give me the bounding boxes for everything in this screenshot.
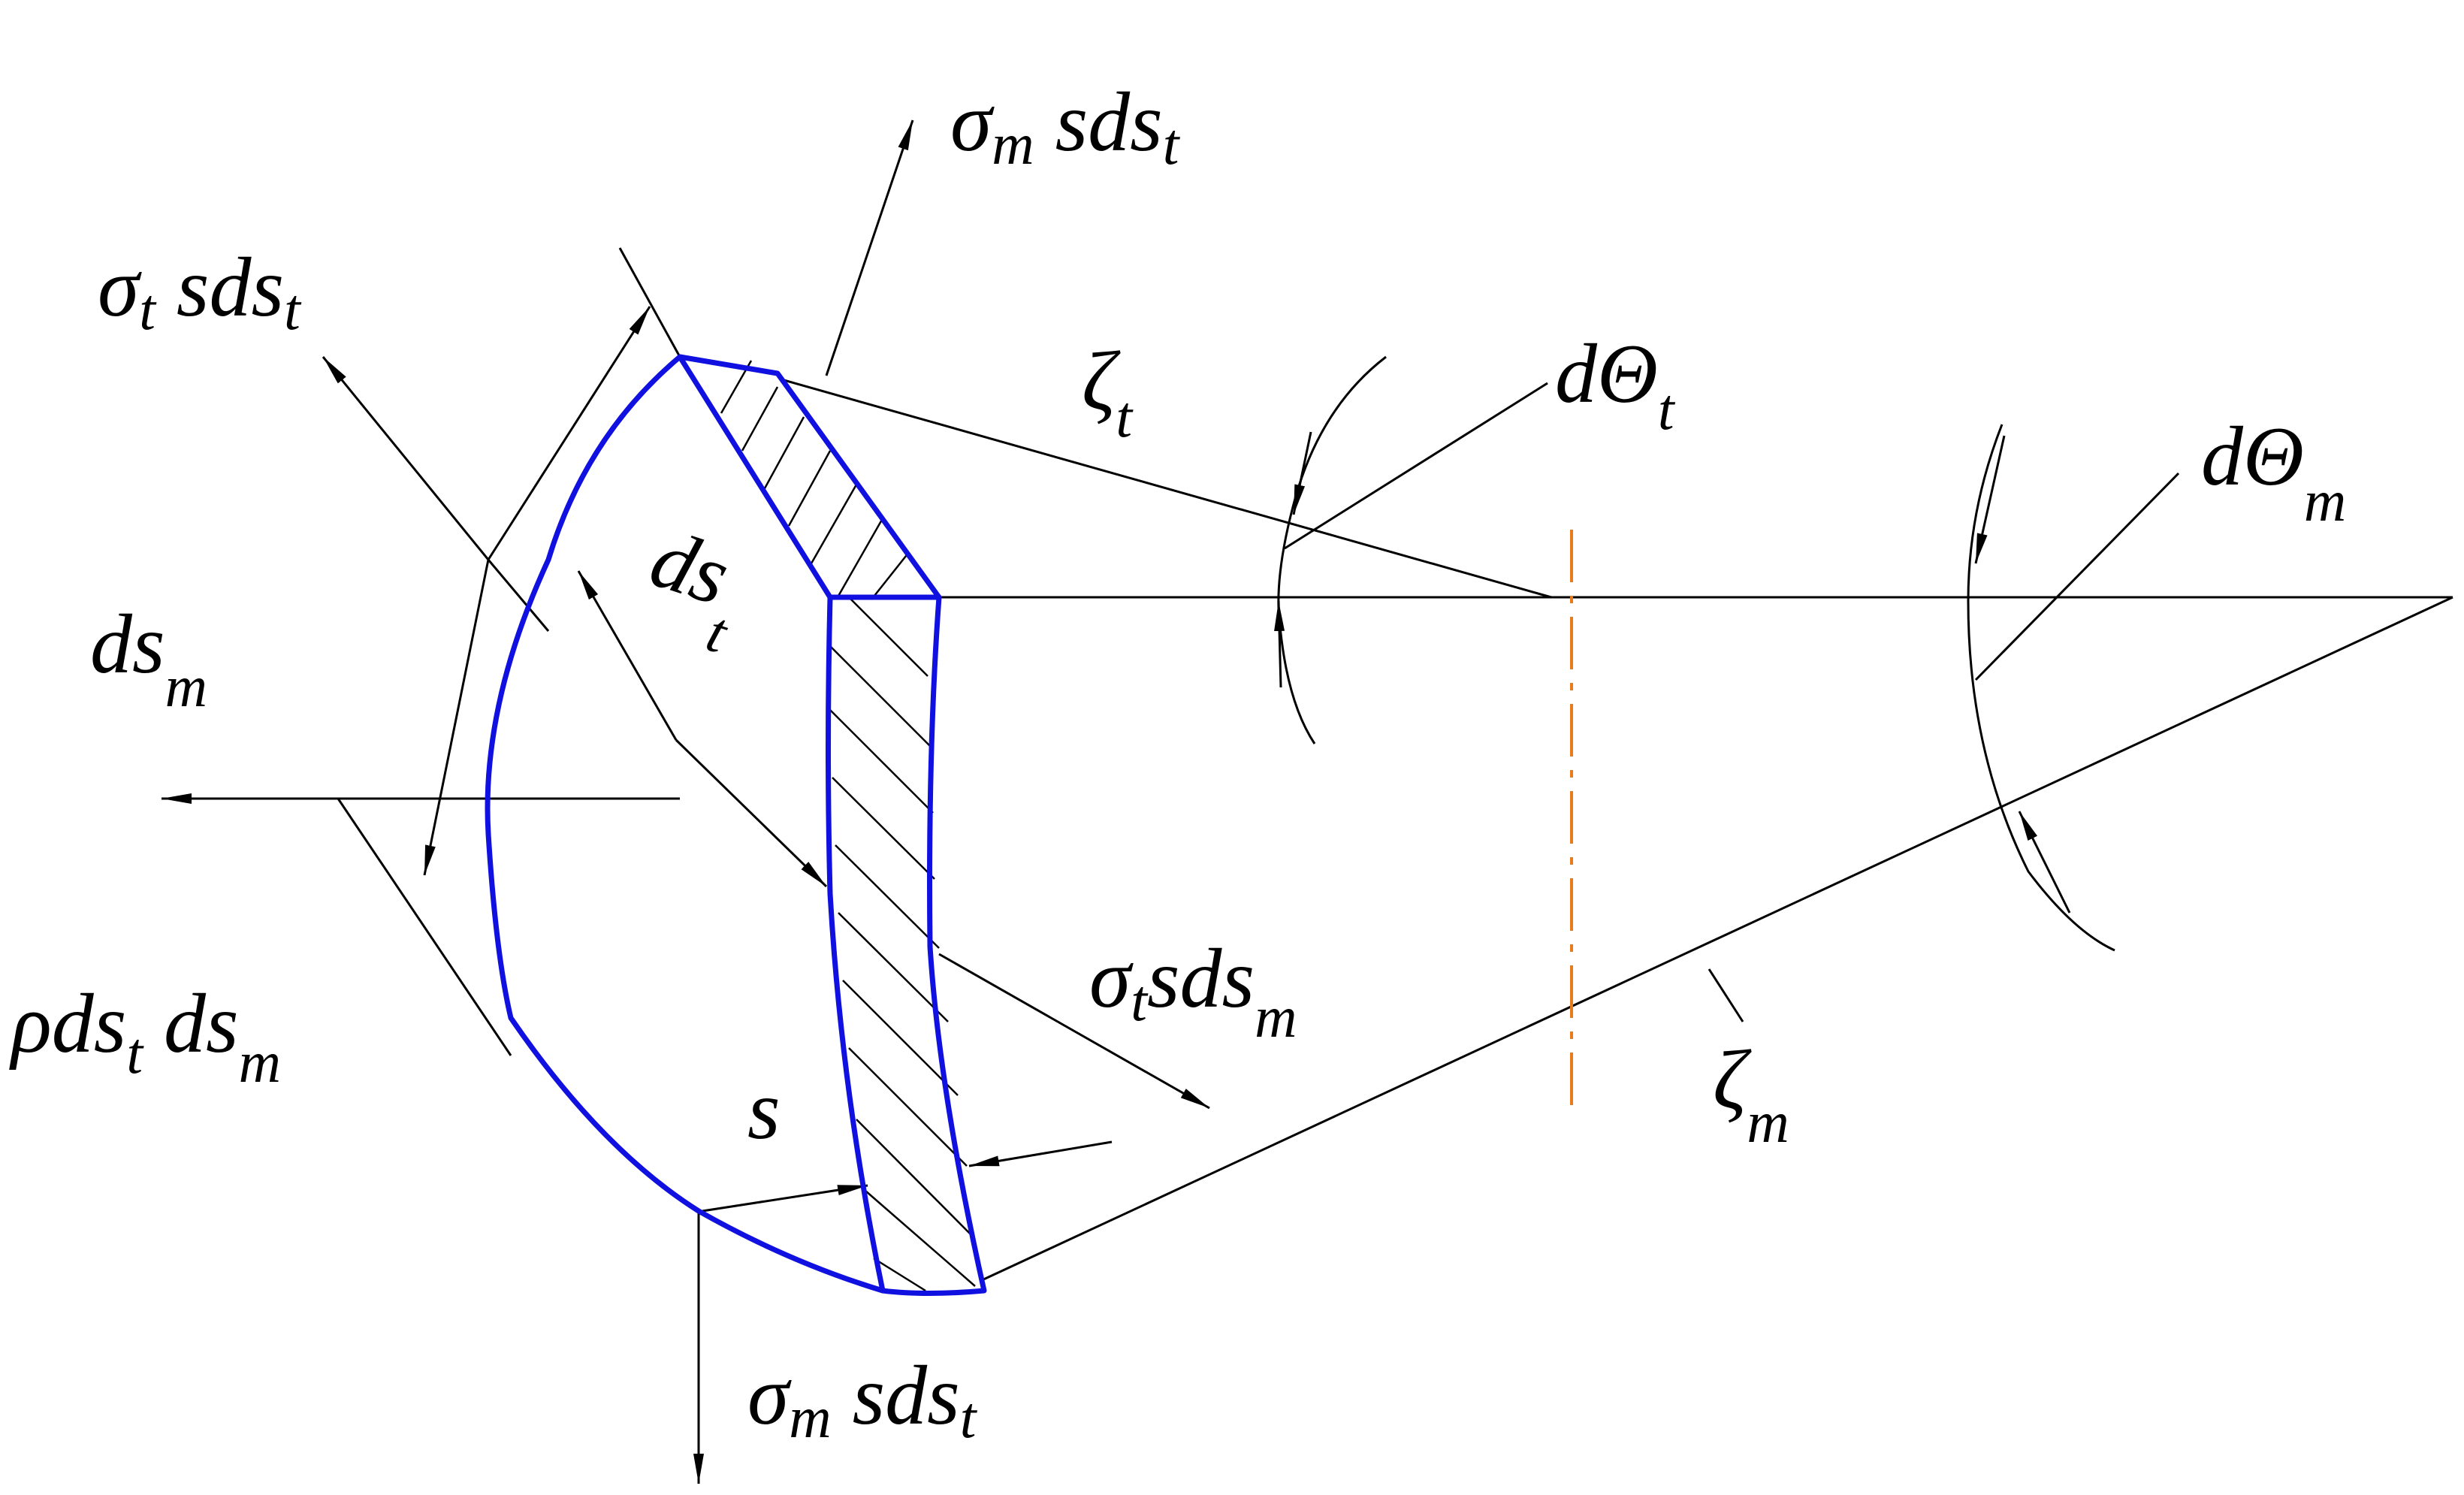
label-ds-t: dst xyxy=(628,512,757,666)
label-ds-m: dsm xyxy=(90,598,207,719)
label-sigma-t-right: σtsdsm xyxy=(1089,932,1297,1050)
ds-t-dimension xyxy=(577,570,678,741)
sigma-t-left-arrow xyxy=(322,356,490,560)
construction-lines xyxy=(162,119,2453,1484)
label-rho: ρdst dsm xyxy=(9,977,281,1095)
label-sigma-m-bottom: σm sdst xyxy=(747,1349,978,1450)
label-dtheta-t: dΘt xyxy=(1555,328,1676,442)
shell-element-outline xyxy=(485,354,987,1296)
label-zeta-t: ζt xyxy=(1082,335,1134,449)
section-hatching xyxy=(720,360,976,1292)
thickness-arrow-left xyxy=(702,1184,868,1213)
thickness-arrow-right xyxy=(968,1140,1113,1167)
dtheta-m-arc xyxy=(1967,424,2115,952)
outer-boundary xyxy=(485,354,886,1294)
label-sigma-t-left: σt sdst xyxy=(98,241,302,342)
lower-section xyxy=(826,594,987,1296)
label-sigma-m-top: σm sdst xyxy=(950,76,1181,177)
ds-m-dimension xyxy=(487,306,651,560)
label-thickness-s: s xyxy=(747,1064,781,1157)
dtheta-t-arc xyxy=(1277,355,1387,744)
sigma-m-top-arrow xyxy=(825,119,914,376)
sigma-t-right-arrow xyxy=(938,953,1210,1110)
label-zeta-m: ζm xyxy=(1713,1034,1789,1155)
zeta-m-line xyxy=(980,596,2453,1282)
label-dtheta-m: dΘm xyxy=(2201,410,2346,533)
zeta-t-line xyxy=(781,378,1552,599)
